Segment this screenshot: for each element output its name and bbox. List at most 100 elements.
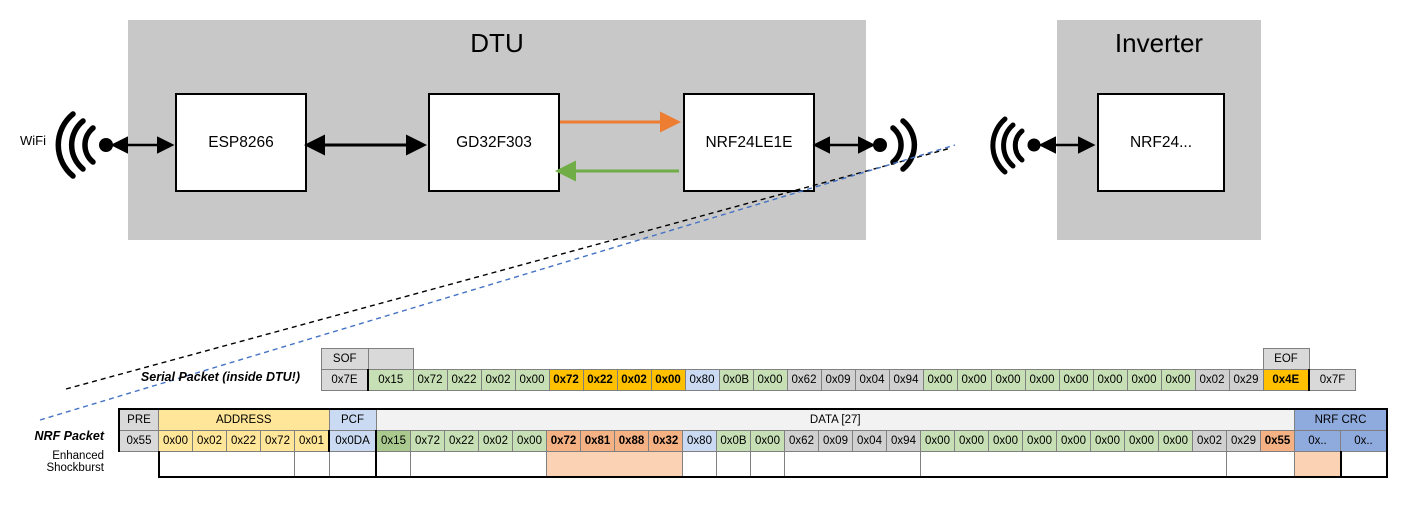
nrf-packet-label: NRF Packet: [34, 429, 104, 443]
packet-tables: Serial Packet (inside DTU!) NRF Packet E…: [0, 340, 1406, 523]
block-diagram: DTU Inverter ESP8266 GD32F303 NRF24LE1E …: [20, 20, 1261, 240]
serial-header-pad: [368, 348, 414, 370]
serial-byte-16: 0x00: [922, 369, 958, 391]
nrf-byte-14: 0x04: [852, 430, 887, 452]
serial-byte-19: 0x00: [1024, 369, 1060, 391]
nrf-pcf-header: PCF: [328, 408, 377, 431]
serial-byte-11: 0x00: [752, 369, 788, 391]
serial-byte-1: 0x72: [412, 369, 448, 391]
nrf-description-row: [119, 451, 1388, 478]
serial-byte-14: 0x04: [854, 369, 890, 391]
serial-byte-10: 0x0B: [718, 369, 754, 391]
serial-byte-4: 0x00: [514, 369, 550, 391]
serial-byte-17: 0x00: [956, 369, 992, 391]
nrf-address-header: ADDRESS: [158, 408, 330, 431]
nrf-byte-18: 0x00: [988, 430, 1023, 452]
nrf-crc-1: 0x..: [1340, 430, 1388, 452]
desc-pcf: [328, 451, 377, 478]
nrf-byte-12: 0x62: [784, 430, 819, 452]
desc-unknown-1: [750, 451, 785, 478]
serial-byte-25: 0x29: [1228, 369, 1264, 391]
dtu-title: DTU: [470, 28, 524, 58]
desc-addr0: [294, 451, 330, 478]
serial-byte-3: 0x02: [480, 369, 516, 391]
nrf-byte-8: 0x32: [648, 430, 683, 452]
nrf-packet-table: PRE ADDRESS PCF DATA [27] NRF CRC 0x55 0…: [118, 408, 1388, 478]
nrf-byte-2: 0x22: [444, 430, 479, 452]
serial-eof-value: 0x7F: [1308, 369, 1356, 391]
desc-timestamp: [784, 451, 921, 478]
nrf-byte-23: 0x00: [1158, 430, 1193, 452]
serial-byte-0: 0x15: [367, 369, 414, 391]
serial-byte-20: 0x00: [1058, 369, 1094, 391]
nrf-byte-19: 0x00: [1022, 430, 1057, 452]
chip-esp8266-label: ESP8266: [208, 133, 274, 151]
nrf-byte-15: 0x94: [886, 430, 921, 452]
nrf-addr-3: 0x72: [260, 430, 295, 452]
nrf-byte-25: 0x29: [1226, 430, 1261, 452]
desc-destination: [410, 451, 547, 478]
nrf-byte-3: 0x02: [478, 430, 513, 452]
nrf-byte-0: 0x15: [375, 430, 411, 452]
desc-address: [157, 451, 295, 478]
serial-byte-9: 0x80: [684, 369, 720, 391]
desc-nrf-crc: [1340, 451, 1388, 478]
desc-zero: [920, 451, 1227, 478]
serial-header-spacer: [413, 348, 1263, 370]
nrf-byte-5: 0x72: [546, 430, 581, 452]
nrf-byte-6: 0x81: [580, 430, 615, 452]
desc-unknown-2: [1226, 451, 1295, 478]
chip-nrf24: NRF24...: [1097, 93, 1225, 192]
serial-byte-6: 0x22: [582, 369, 618, 391]
nrf-byte-21: 0x00: [1090, 430, 1125, 452]
serial-byte-22: 0x00: [1126, 369, 1162, 391]
nrf-packet-sublabel: Enhanced Shockburst: [46, 450, 104, 474]
nrf-bytes-row: 0x55 0x00 0x02 0x22 0x72 0x01 0x0DA 0x15…: [118, 430, 1388, 452]
nrf-crc-header: NRF CRC: [1294, 408, 1388, 431]
nrf-byte-16: 0x00: [920, 430, 955, 452]
wifi-label: WiFi: [20, 133, 46, 148]
serial-packet-label: Serial Packet (inside DTU!): [140, 370, 300, 384]
serial-byte-13: 0x09: [820, 369, 856, 391]
serial-sof-value: 0x7E: [321, 369, 369, 391]
desc-source: [546, 451, 683, 478]
nrf-byte-4: 0x00: [512, 430, 547, 452]
desc-packet-id: [682, 451, 717, 478]
chip-nrf24le1e: NRF24LE1E: [683, 93, 815, 192]
serial-byte-5: 0x72: [548, 369, 584, 391]
inverter-title: Inverter: [1114, 28, 1204, 58]
nrf-pcf-value: 0x0DA: [328, 430, 377, 452]
serial-header-row: SOF EOF: [321, 348, 1356, 370]
serial-sof-header: SOF: [321, 348, 369, 370]
nrf-pre-header: PRE: [118, 408, 159, 431]
chip-esp8266: ESP8266: [175, 93, 307, 192]
serial-byte-8: 0x00: [650, 369, 686, 391]
chip-nrf24le1e-label: NRF24LE1E: [705, 133, 793, 151]
serial-byte-15: 0x94: [888, 369, 924, 391]
serial-byte-21: 0x00: [1092, 369, 1128, 391]
serial-byte-24: 0x02: [1194, 369, 1230, 391]
nrf-byte-1: 0x72: [410, 430, 445, 452]
nrf-addr-4: 0x01: [294, 430, 330, 452]
serial-byte-18: 0x00: [990, 369, 1026, 391]
chip-gd32f303: GD32F303: [428, 93, 560, 192]
desc-command: [375, 451, 411, 478]
inverter-enclosure: Inverter: [1057, 20, 1261, 240]
serial-byte-23: 0x00: [1160, 369, 1196, 391]
nrf-data-header: DATA [27]: [375, 408, 1295, 431]
nrf-byte-22: 0x00: [1124, 430, 1159, 452]
nrf-crc-0: 0x..: [1294, 430, 1341, 452]
nrf-byte-10: 0x0B: [716, 430, 751, 452]
serial-byte-26: 0x4E: [1262, 369, 1310, 391]
nrf-byte-11: 0x00: [750, 430, 785, 452]
nrf-byte-24: 0x02: [1192, 430, 1227, 452]
serial-byte-2: 0x22: [446, 369, 482, 391]
nrf-addr-2: 0x22: [226, 430, 261, 452]
serial-eof-header: EOF: [1262, 348, 1310, 370]
chip-nrf24-label: NRF24...: [1129, 133, 1192, 151]
nrf-header-row: PRE ADDRESS PCF DATA [27] NRF CRC: [118, 408, 1388, 431]
serial-byte-12: 0x62: [786, 369, 822, 391]
chip-gd32f303-label: GD32F303: [456, 133, 532, 151]
